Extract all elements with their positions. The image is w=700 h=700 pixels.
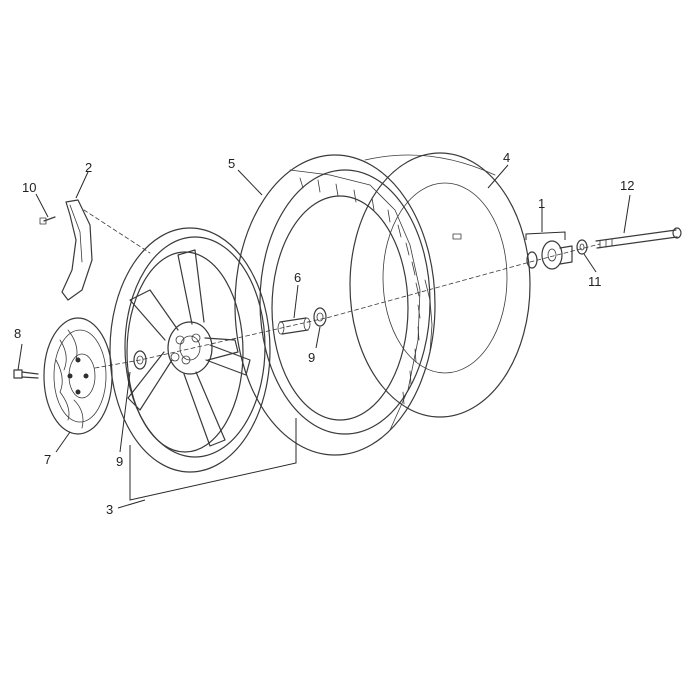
bolt-part-8 bbox=[13, 369, 39, 379]
label-part-1: 1 bbox=[538, 196, 545, 211]
label-part-4: 4 bbox=[503, 150, 510, 165]
bearing-part-9-right bbox=[313, 307, 327, 327]
tyre-part-5 bbox=[234, 154, 436, 456]
inner-tube-part-4 bbox=[349, 152, 531, 418]
label-part-3: 3 bbox=[106, 502, 113, 517]
label-part-7: 7 bbox=[44, 452, 51, 467]
leader-lines bbox=[17, 164, 631, 509]
bearing-part-9-left bbox=[133, 350, 147, 370]
washer-part-11 bbox=[576, 239, 588, 255]
fender-part-2 bbox=[61, 199, 93, 301]
label-part-5: 5 bbox=[228, 156, 235, 171]
label-part-11: 11 bbox=[588, 274, 602, 289]
drive-part-1 bbox=[525, 231, 573, 270]
axle-part-12 bbox=[595, 227, 682, 249]
label-part-6: 6 bbox=[294, 270, 301, 285]
spacer-part-6 bbox=[277, 317, 311, 335]
label-part-8: 8 bbox=[14, 326, 21, 341]
label-part-9-left: 9 bbox=[116, 454, 123, 469]
label-part-12: 12 bbox=[620, 178, 634, 193]
label-part-10: 10 bbox=[22, 180, 36, 195]
label-part-9-right: 9 bbox=[308, 350, 315, 365]
brake-disc-part-7 bbox=[43, 317, 113, 435]
screw-part-10 bbox=[39, 216, 56, 225]
label-part-2: 2 bbox=[85, 160, 92, 175]
rim-part-3 bbox=[109, 227, 297, 501]
part-labels: 1 2 3 4 5 6 7 8 9 9 10 11 12 bbox=[14, 150, 634, 517]
